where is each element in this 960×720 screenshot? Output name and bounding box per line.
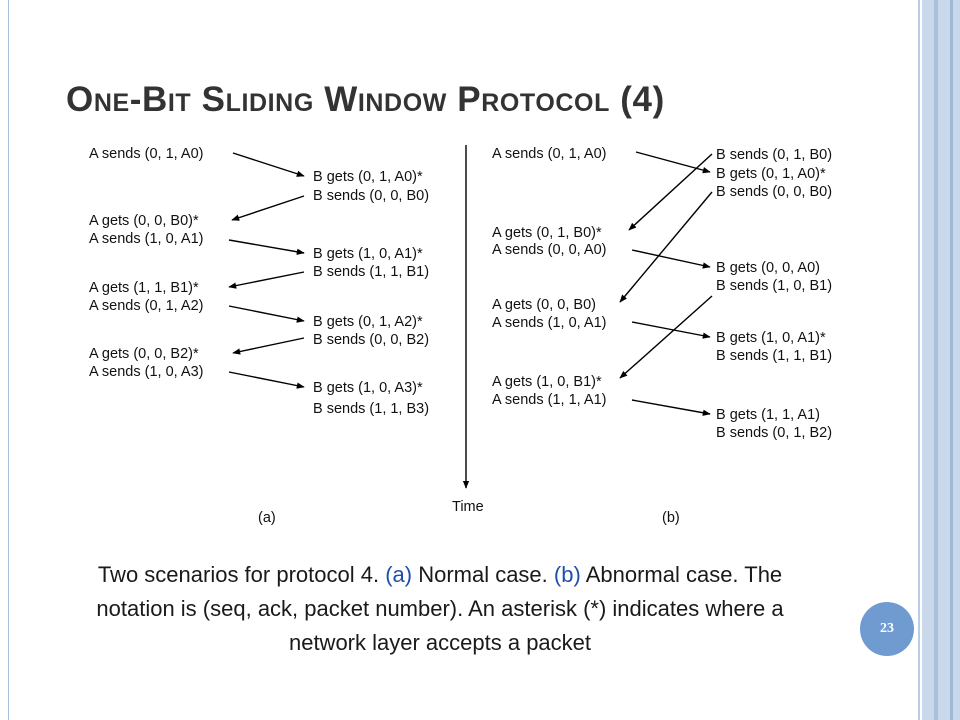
a-arrow-a2 <box>228 305 305 323</box>
page-number-badge: 23 <box>860 602 914 656</box>
panel-a-label: (a) <box>258 510 276 526</box>
b-right-text-2: B sends (0, 0, B0) <box>716 184 832 200</box>
slide-frame-right-bar <box>922 0 960 720</box>
a-arrow-a0 <box>232 152 305 177</box>
b-left-text-5: A gets (1, 0, B1)* <box>492 374 602 390</box>
a-left-text-3: A gets (1, 1, B1)* <box>89 280 199 296</box>
caption-a-ref: (a) <box>385 562 413 587</box>
a-left-text-0: A sends (0, 1, A0) <box>89 146 203 162</box>
a-right-text-4: B gets (0, 1, A2)* <box>313 314 423 330</box>
b-right-text-1: B gets (0, 1, A0)* <box>716 166 826 182</box>
b-right-text-7: B gets (1, 1, A1) <box>716 407 820 423</box>
b-arrow-a1-second <box>631 399 711 416</box>
a-left-text-5: A gets (0, 0, B2)* <box>89 346 199 362</box>
a-arrow-b2 <box>232 337 305 355</box>
time-label: Time <box>452 499 484 515</box>
b-arrow-b0-first <box>628 153 713 231</box>
caption-part-3: Abnormal case. The notation is (seq, ack… <box>96 562 784 655</box>
a-left-text-6: A sends (1, 0, A3) <box>89 364 203 380</box>
b-left-text-2: A sends (0, 0, A0) <box>492 242 606 258</box>
b-arrow-a1 <box>631 321 711 339</box>
b-right-text-3: B gets (0, 0, A0) <box>716 260 820 276</box>
a-right-text-2: B gets (1, 0, A1)* <box>313 246 423 262</box>
slide-frame-left-line <box>8 0 9 720</box>
a-right-text-3: B sends (1, 1, B1) <box>313 264 429 280</box>
b-left-text-1: A gets (0, 1, B0)* <box>492 225 602 241</box>
a-right-text-7: B sends (1, 1, B3) <box>313 401 429 417</box>
b-left-text-0: A sends (0, 1, A0) <box>492 146 606 162</box>
b-right-text-8: B sends (0, 1, B2) <box>716 425 832 441</box>
slide-frame-right-line <box>918 0 920 720</box>
a-right-text-5: B sends (0, 0, B2) <box>313 332 429 348</box>
b-right-text-0: B sends (0, 1, B0) <box>716 147 832 163</box>
caption-b-ref: (b) <box>553 562 581 587</box>
caption-part-1: Two scenarios for protocol 4. <box>97 562 386 587</box>
slide-title: One-Bit Sliding Window Protocol (4) <box>66 80 665 119</box>
a-arrow-a3 <box>228 371 305 389</box>
panel-b-label: (b) <box>662 510 680 526</box>
b-arrow-a0 <box>635 151 711 174</box>
a-left-text-2: A sends (1, 0, A1) <box>89 231 203 247</box>
a-arrow-a1 <box>228 239 305 255</box>
b-right-text-5: B gets (1, 0, A1)* <box>716 330 826 346</box>
a-left-text-4: A sends (0, 1, A2) <box>89 298 203 314</box>
b-arrow-b0-second <box>619 191 713 303</box>
figure-caption: Two scenarios for protocol 4. (a) Normal… <box>60 558 820 660</box>
b-arrow-b1 <box>619 295 713 379</box>
b-right-text-6: B sends (1, 1, B1) <box>716 348 832 364</box>
a-right-text-0: B gets (0, 1, A0)* <box>313 169 423 185</box>
b-right-text-4: B sends (1, 0, B1) <box>716 278 832 294</box>
a-arrow-b1 <box>228 271 305 289</box>
a-right-text-1: B sends (0, 0, B0) <box>313 188 429 204</box>
a-left-text-1: A gets (0, 0, B0)* <box>89 213 199 229</box>
a-right-text-6: B gets (1, 0, A3)* <box>313 380 423 396</box>
b-left-text-4: A sends (1, 0, A1) <box>492 315 606 331</box>
b-left-text-3: A gets (0, 0, B0) <box>492 297 596 313</box>
caption-part-2: Normal case. <box>412 562 554 587</box>
b-arrow-a0-retry <box>631 249 711 269</box>
b-left-text-6: A sends (1, 1, A1) <box>492 392 606 408</box>
a-arrow-b0 <box>231 195 305 221</box>
